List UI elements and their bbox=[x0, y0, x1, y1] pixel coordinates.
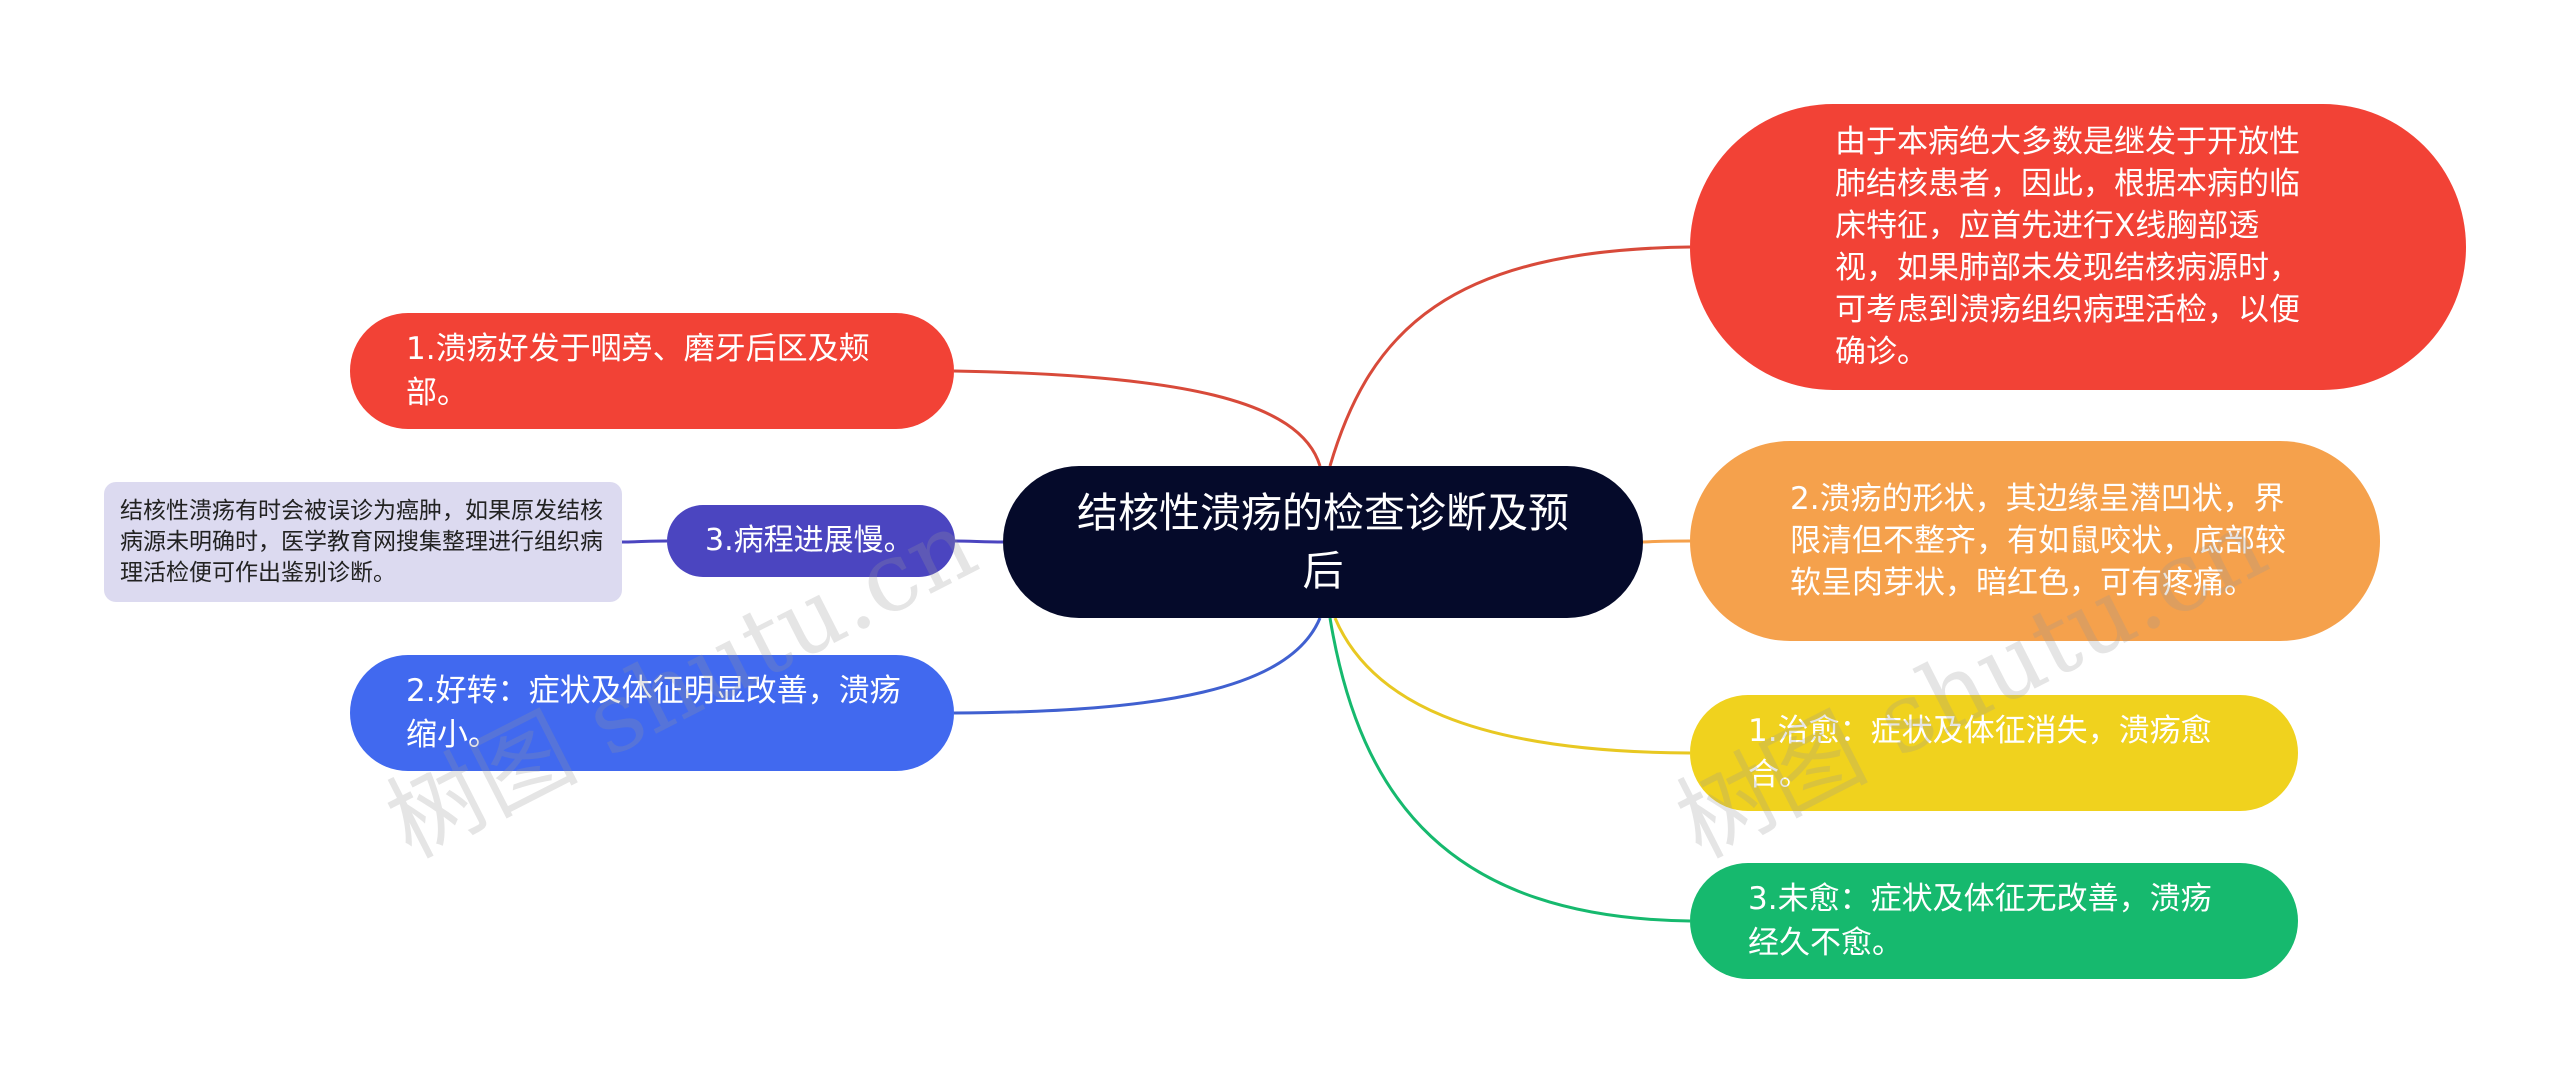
branch-node-improved[interactable]: 2.好转：症状及体征明显改善，溃疡缩小。 bbox=[350, 655, 954, 771]
connector-purple bbox=[954, 539, 1004, 544]
branch-node-ulcer-location[interactable]: 1.溃疡好发于咽旁、磨牙后区及颊部。 bbox=[350, 313, 954, 429]
branch-label: 由于本病绝大多数是继发于开放性肺结核患者，因此，根据本病的临床特征，应首先进行X… bbox=[1835, 124, 2300, 370]
branch-node-not-cured[interactable]: 3.未愈：症状及体征无改善，溃疡经久不愈。 bbox=[1690, 863, 2298, 979]
note-node-misdiagnosis[interactable]: 结核性溃疡有时会被误诊为癌肿，如果原发结核病源未明确时，医学教育网搜集整理进行组… bbox=[104, 482, 622, 602]
connector-note bbox=[621, 539, 668, 544]
branch-node-slow-progress[interactable]: 3.病程进展慢。 bbox=[667, 505, 955, 577]
connector-orange bbox=[1642, 539, 1691, 544]
branch-label: 3.未愈：症状及体征无改善，溃疡经久不愈。 bbox=[1748, 881, 2212, 961]
connector-green bbox=[1328, 617, 1691, 923]
note-label: 结核性溃疡有时会被误诊为癌肿，如果原发结核病源未明确时，医学教育网搜集整理进行组… bbox=[120, 497, 603, 586]
connector-red-left bbox=[953, 369, 1322, 467]
branch-label: 2.好转：症状及体征明显改善，溃疡缩小。 bbox=[406, 673, 901, 753]
branch-label: 3.病程进展慢。 bbox=[705, 523, 914, 558]
root-node[interactable]: 结核性溃疡的检查诊断及预后 bbox=[1003, 466, 1643, 618]
root-label: 结核性溃疡的检查诊断及预后 bbox=[1077, 489, 1569, 595]
connector-red-right bbox=[1328, 245, 1691, 467]
branch-node-cured[interactable]: 1.治愈：症状及体征消失，溃疡愈合。 bbox=[1690, 695, 2298, 811]
branch-node-ulcer-shape[interactable]: 2.溃疡的形状，其边缘呈潜凹状，界限清但不整齐，有如鼠咬状，底部较软呈肉芽状，暗… bbox=[1690, 441, 2380, 641]
branch-label: 1.溃疡好发于咽旁、磨牙后区及颊部。 bbox=[406, 331, 870, 411]
branch-label: 2.溃疡的形状，其边缘呈潜凹状，界限清但不整齐，有如鼠咬状，底部较软呈肉芽状，暗… bbox=[1790, 481, 2286, 601]
connector-yellow bbox=[1333, 617, 1691, 755]
connector-blue bbox=[953, 617, 1322, 715]
branch-node-diagnosis-method[interactable]: 由于本病绝大多数是继发于开放性肺结核患者，因此，根据本病的临床特征，应首先进行X… bbox=[1690, 104, 2466, 390]
branch-label: 1.治愈：症状及体征消失，溃疡愈合。 bbox=[1748, 713, 2212, 793]
